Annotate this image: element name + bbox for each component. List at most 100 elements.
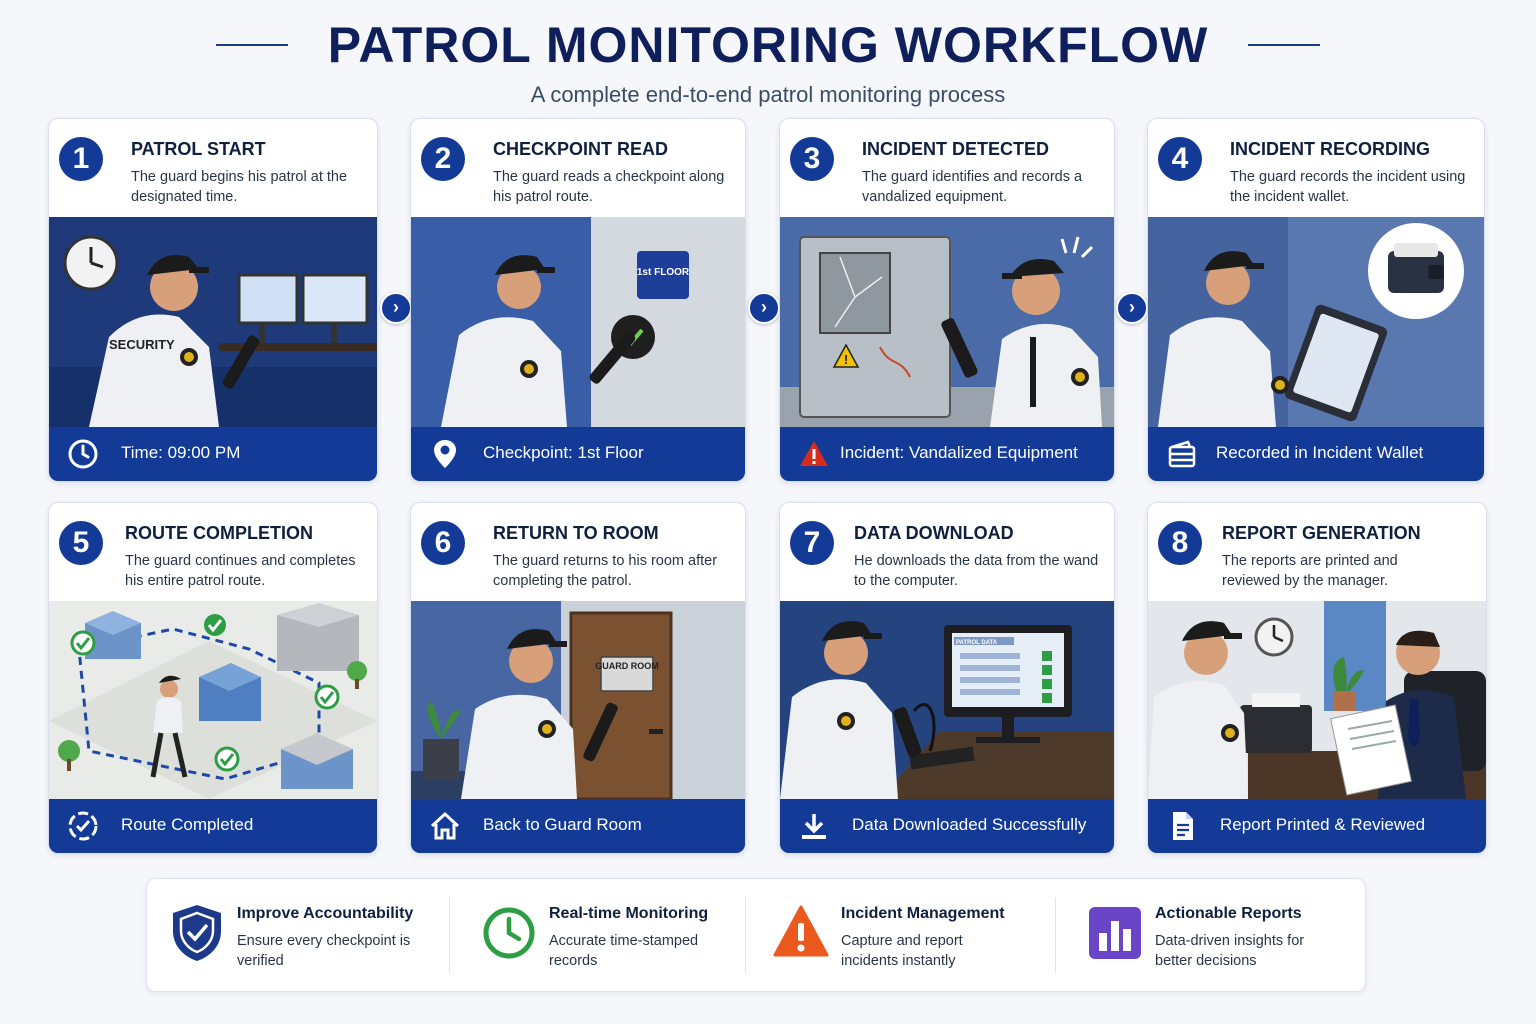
step-status: Time: 09:00 PM (121, 443, 241, 462)
step-status: Route Completed (121, 815, 254, 834)
step-card-1: 1 PATROL START The guard begins his patr… (48, 118, 378, 482)
step-description: The guard continues and completes his en… (125, 553, 356, 589)
illustration-report-generation (1148, 601, 1486, 799)
step-number-badge: 2 (421, 137, 465, 181)
step-number-badge: 4 (1158, 137, 1202, 181)
step-card-header: 8 REPORT GENERATION The reports are prin… (1148, 503, 1486, 601)
step-title: RETURN TO ROOM (493, 523, 659, 543)
step-card-header: 7 DATA DOWNLOAD He downloads the data fr… (780, 503, 1114, 601)
benefit-incident-mgmt: Incident Management Capture and report i… (751, 879, 1051, 991)
next-arrow-3: › (1116, 292, 1148, 324)
benefit-divider (449, 897, 450, 973)
step-card-header: 5 ROUTE COMPLETION The guard continues a… (49, 503, 377, 601)
step-card-footer: Route Completed (49, 799, 377, 853)
step-card-6: 6 RETURN TO ROOM The guard returns to hi… (410, 502, 746, 854)
benefit-description: Data-driven insights for better decision… (1155, 933, 1305, 969)
title-decor-line-left (215, 44, 288, 46)
step-card-header: 4 INCIDENT RECORDING The guard records t… (1148, 119, 1484, 217)
step-description: The guard begins his patrol at the desig… (131, 169, 348, 205)
step-description: The guard reads a checkpoint along his p… (493, 169, 725, 205)
step-number-badge: 5 (59, 521, 103, 565)
warning-icon (773, 905, 829, 957)
step-card-header: 2 CHECKPOINT READ The guard reads a chec… (411, 119, 745, 217)
illustration-incident-recording (1148, 217, 1484, 427)
illustration-checkpoint-read: 1st FLOOR (411, 217, 745, 427)
step-description: The guard identifies and records a vanda… (862, 169, 1083, 205)
benefits-panel: Improve Accountability Ensure every chec… (146, 878, 1366, 992)
step-card-footer: Checkpoint: 1st Floor (411, 427, 745, 481)
next-arrow-1: › (380, 292, 412, 324)
step-card-5: 5 ROUTE COMPLETION The guard continues a… (48, 502, 378, 854)
benefit-title: Real-time Monitoring (549, 905, 709, 922)
step-status: Data Downloaded Successfully (852, 815, 1087, 834)
security-back-label: SECURITY (109, 337, 175, 352)
location-pin-icon (434, 440, 456, 468)
download-icon (802, 814, 826, 839)
step-card-footer: Recorded in Incident Wallet (1148, 427, 1484, 481)
step-card-7: 7 DATA DOWNLOAD He downloads the data fr… (779, 502, 1115, 854)
step-description: The guard returns to his room after comp… (493, 553, 718, 589)
step-card-header: 6 RETURN TO ROOM The guard returns to hi… (411, 503, 745, 601)
step-number-badge: 3 (790, 137, 834, 181)
page-subtitle: A complete end-to-end patrol monitoring … (530, 82, 1006, 107)
benefit-accountability: Improve Accountability Ensure every chec… (147, 879, 447, 991)
step-title: INCIDENT DETECTED (862, 139, 1050, 159)
next-arrow-2: › (748, 292, 780, 324)
step-card-footer: Data Downloaded Successfully (780, 799, 1114, 853)
step-status: Checkpoint: 1st Floor (483, 443, 644, 462)
step-description: The reports are printed and reviewed by … (1222, 553, 1398, 589)
step-card-2: 2 CHECKPOINT READ The guard reads a chec… (410, 118, 746, 482)
step-status: Back to Guard Room (483, 815, 642, 834)
step-description: The guard records the incident using the… (1230, 169, 1466, 205)
benefit-reports: Actionable Reports Data-driven insights … (1065, 879, 1365, 991)
wallet-icon (1168, 440, 1196, 468)
step-status: Recorded in Incident Wallet (1216, 443, 1424, 462)
benefit-description: Accurate time-stamped records (549, 933, 699, 969)
step-card-footer: Time: 09:00 PM (49, 427, 377, 481)
benefit-title: Improve Accountability (237, 905, 414, 922)
route-complete-icon (68, 811, 98, 841)
step-number-badge: 6 (421, 521, 465, 565)
step-card-header: 1 PATROL START The guard begins his patr… (49, 119, 377, 217)
step-card-4: 4 INCIDENT RECORDING The guard records t… (1147, 118, 1485, 482)
document-icon (1173, 812, 1193, 840)
clock-icon (68, 439, 98, 469)
checkpoint-floor-sign: 1st FLOOR (637, 267, 690, 278)
benefit-title: Actionable Reports (1155, 905, 1302, 922)
step-title: DATA DOWNLOAD (854, 523, 1014, 543)
svg-text:!: ! (844, 352, 848, 367)
home-icon (430, 811, 460, 840)
benefit-description: Ensure every checkpoint is verified (237, 933, 411, 969)
page-header: PATROL MONITORING WORKFLOW A complete en… (0, 14, 1536, 108)
shield-check-icon (173, 905, 221, 961)
illustration-data-download: PATROL DATA (780, 601, 1114, 799)
illustration-return-to-room: GUARD ROOM (411, 601, 745, 799)
step-title: CHECKPOINT READ (493, 139, 669, 159)
step-number-badge: 8 (1158, 521, 1202, 565)
patrol-data-window-title: PATROL DATA (956, 640, 998, 646)
illustration-patrol-start: SECURITY (49, 217, 377, 427)
clock-icon (483, 907, 535, 959)
step-title: REPORT GENERATION (1222, 523, 1421, 543)
illustration-route-completion (49, 601, 377, 799)
title-row: PATROL MONITORING WORKFLOW (0, 14, 1536, 76)
benefit-description: Capture and report incidents instantly (841, 933, 963, 969)
title-decor-line-right (1248, 44, 1321, 46)
step-status: Report Printed & Reviewed (1220, 815, 1426, 834)
warning-icon (800, 441, 828, 466)
step-title: PATROL START (131, 139, 266, 159)
benefit-real-time: Real-time Monitoring Accurate time-stamp… (459, 879, 749, 991)
step-card-footer: Report Printed & Reviewed (1148, 799, 1486, 853)
benefit-divider (1055, 897, 1056, 973)
step-title: ROUTE COMPLETION (125, 523, 313, 543)
benefit-title: Incident Management (841, 905, 1005, 922)
step-description: He downloads the data from the wand to t… (854, 553, 1099, 589)
guard-room-sign: GUARD ROOM (595, 661, 659, 671)
benefit-divider (745, 897, 746, 973)
step-card-footer: Back to Guard Room (411, 799, 745, 853)
step-card-8: 8 REPORT GENERATION The reports are prin… (1147, 502, 1487, 854)
step-card-3: 3 INCIDENT DETECTED The guard identifies… (779, 118, 1115, 482)
step-card-footer: Incident: Vandalized Equipment (780, 427, 1114, 481)
page-title: PATROL MONITORING WORKFLOW (327, 17, 1209, 73)
step-title: INCIDENT RECORDING (1230, 139, 1431, 159)
